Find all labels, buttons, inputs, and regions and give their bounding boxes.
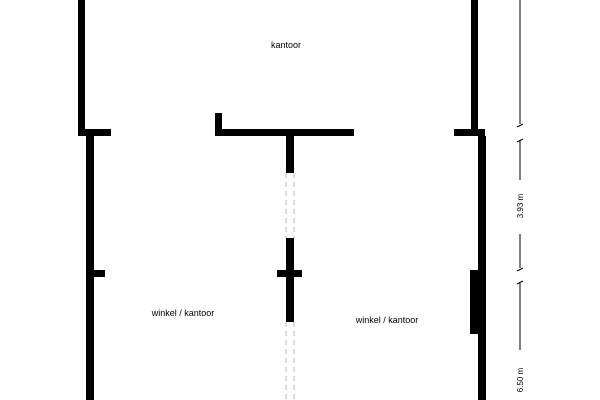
dimension-tick-2: [516, 267, 524, 272]
wall-center-column-upper: [286, 129, 294, 173]
room-label-left: winkel / kantoor: [151, 308, 215, 318]
dimension-label-upper: 3.93 m: [516, 193, 525, 218]
room-label-right: winkel / kantoor: [355, 315, 419, 325]
wall-top-left-stub: [78, 129, 111, 136]
wall-lower-left-vertical: [86, 136, 94, 400]
wall-center-hook: [215, 113, 222, 136]
wall-lower-right-vertical: [478, 136, 486, 400]
wall-lower-left-stub: [86, 270, 105, 277]
dimension-line: [516, 0, 524, 350]
dimension-tick-3: [516, 138, 524, 143]
wall-top-left-vertical: [78, 0, 85, 136]
walls: [78, 0, 486, 400]
wall-top-right-vertical: [471, 0, 478, 136]
room-label-top: kantoor: [271, 40, 301, 50]
wall-center-column-cross: [277, 270, 302, 277]
wall-top-right-stub: [454, 129, 485, 136]
wall-center-column-lower: [286, 238, 294, 322]
dimension-tick-4: [516, 280, 524, 285]
wall-lower-right-thick: [470, 270, 486, 334]
dimension-label-lower: 6.50 m: [516, 367, 525, 392]
dimension-tick-1: [516, 123, 524, 128]
door-openings: [285, 173, 295, 400]
wall-center-horizontal: [215, 129, 354, 136]
